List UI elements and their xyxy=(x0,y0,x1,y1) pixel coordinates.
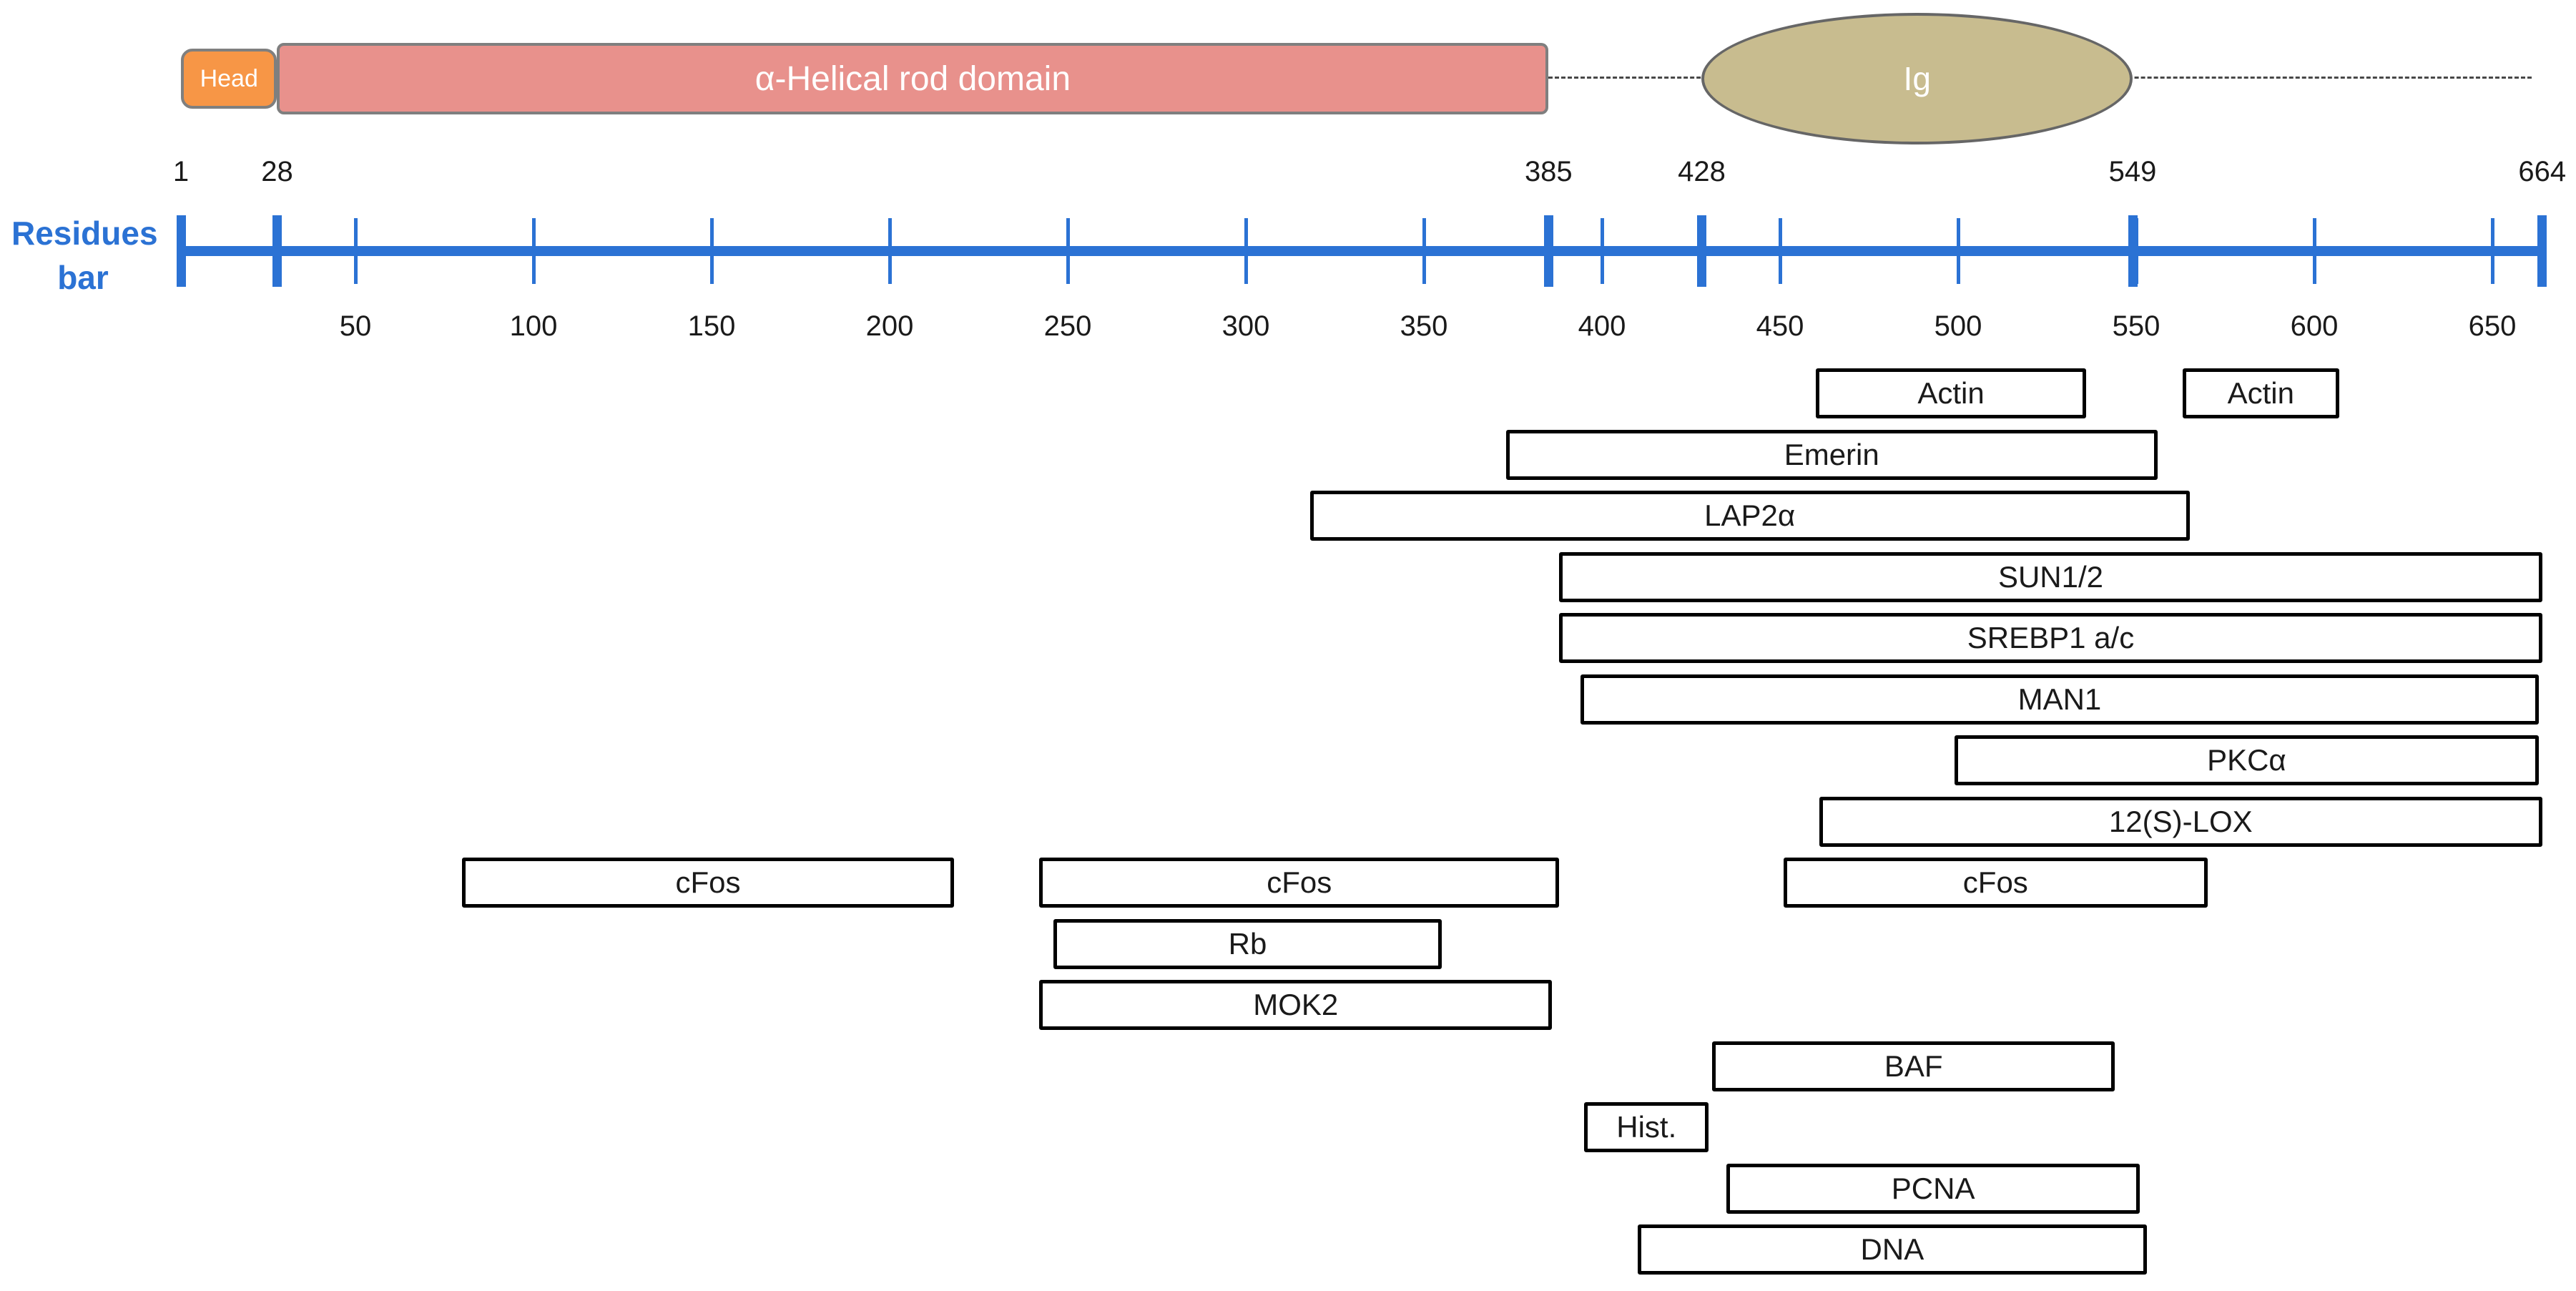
interaction-box-label: Rb xyxy=(1228,926,1267,961)
residue-minor-tick-label: 450 xyxy=(1756,310,1804,342)
interaction-box-label: cFos xyxy=(675,865,741,899)
interaction-box-label: DNA xyxy=(1860,1232,1924,1266)
interaction-box: cFos xyxy=(462,858,954,908)
interaction-box: Rb xyxy=(1053,918,1442,969)
residues-bar-axis-label-line1: Residues xyxy=(11,215,158,252)
interaction-box-label: MAN1 xyxy=(2017,682,2102,716)
interaction-box: DNA xyxy=(1637,1224,2147,1275)
ig-domain-ellipse: Ig xyxy=(1701,13,2133,144)
residue-minor-tick-label: 50 xyxy=(339,310,372,342)
residue-major-tick-label: 664 xyxy=(2518,156,2567,187)
interaction-box: SREBP1 a/c xyxy=(1559,613,2542,663)
interaction-box: Actin xyxy=(1815,368,2087,418)
residues-bar xyxy=(176,246,2547,256)
head-domain-label: Head xyxy=(200,64,258,92)
residue-minor-tick-label: 150 xyxy=(687,310,736,342)
interaction-box: BAF xyxy=(1712,1041,2115,1091)
interaction-box-label: Actin xyxy=(1917,376,1985,410)
interaction-box-label: SUN1/2 xyxy=(1997,559,2104,594)
interaction-box-label: MOK2 xyxy=(1253,988,1339,1021)
interaction-box-label: 12(S)-LOX xyxy=(2108,804,2253,838)
residue-minor-tick-label: 650 xyxy=(2468,310,2517,342)
interaction-box: LAP2α xyxy=(1309,491,2190,541)
residue-major-tick-label: 28 xyxy=(261,156,293,187)
interaction-box-label: BAF xyxy=(1884,1049,1943,1083)
ig-domain-label: Ig xyxy=(1903,60,1931,97)
interaction-box: Emerin xyxy=(1505,429,2158,480)
interaction-box: cFos xyxy=(1039,858,1560,908)
residues-bar-axis-label: Residues bar xyxy=(11,211,158,300)
alpha-helical-rod-domain-box: α-Helical rod domain xyxy=(277,43,1549,114)
residue-minor-tick-label: 550 xyxy=(2112,310,2160,342)
interaction-box-label: Hist. xyxy=(1616,1110,1677,1144)
residue-minor-tick-label: 400 xyxy=(1578,310,1626,342)
interaction-box: 12(S)-LOX xyxy=(1819,796,2542,847)
residue-minor-tick-label: 350 xyxy=(1400,310,1448,342)
residue-major-tick-label: 385 xyxy=(1524,156,1573,187)
interaction-box-label: LAP2α xyxy=(1704,499,1796,532)
interaction-box: Actin xyxy=(2182,368,2339,418)
interaction-box: PKCα xyxy=(1955,735,2539,785)
residue-minor-tick-label: 250 xyxy=(1043,310,1092,342)
residue-minor-tick-label: 300 xyxy=(1221,310,1270,342)
residue-minor-tick-label: 600 xyxy=(2290,310,2339,342)
interaction-box: MAN1 xyxy=(1580,674,2539,725)
residues-bar-axis-label-line2: bar xyxy=(57,259,109,297)
residue-minor-tick-label: 500 xyxy=(1934,310,1982,342)
interaction-box-label: PCNA xyxy=(1891,1171,1975,1205)
head-domain-box: Head xyxy=(181,49,277,109)
interaction-box: SUN1/2 xyxy=(1559,551,2542,602)
residue-major-tick-label: 428 xyxy=(1678,156,1726,187)
interaction-box-label: cFos xyxy=(1267,865,1332,899)
residue-major-tick-label: 1 xyxy=(172,156,190,187)
interaction-box: cFos xyxy=(1784,858,2208,908)
residue-major-tick-label: 549 xyxy=(2108,156,2157,187)
interaction-box-label: cFos xyxy=(1962,865,2028,899)
interaction-box-label: Actin xyxy=(2227,376,2294,410)
interaction-box: MOK2 xyxy=(1039,980,1553,1030)
interaction-box: Hist. xyxy=(1584,1102,1709,1152)
interaction-box-label: Emerin xyxy=(1784,437,1879,471)
residue-minor-tick-label: 200 xyxy=(865,310,914,342)
interaction-box-label: SREBP1 a/c xyxy=(1967,621,2135,654)
residue-minor-tick-label: 100 xyxy=(509,310,558,342)
rod-domain-label: α-Helical rod domain xyxy=(754,59,1071,98)
interaction-box-label: PKCα xyxy=(2207,743,2286,777)
interaction-box: PCNA xyxy=(1726,1163,2140,1214)
